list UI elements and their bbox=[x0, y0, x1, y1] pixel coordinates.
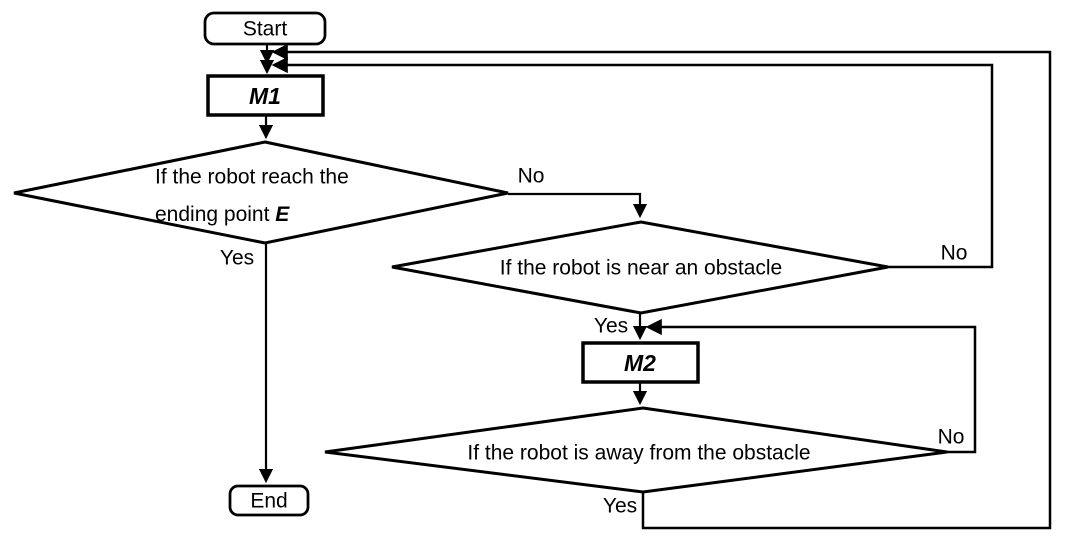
node-decision-reach-ending-point: If the robot reach the ending point E bbox=[13, 140, 509, 245]
decision2-label: If the robot is near an obstacle bbox=[500, 257, 783, 280]
edge-decision1-no-to-decision2 bbox=[508, 192, 648, 219]
decision1-label-line1: If the robot reach the bbox=[155, 166, 349, 189]
decision1-label-line2-prefix: ending point bbox=[155, 203, 275, 226]
decision1-diamond-shape bbox=[13, 140, 509, 245]
node-end: End bbox=[228, 484, 310, 517]
decision1-label-line2-emphasis: E bbox=[275, 203, 290, 226]
label-decision3-yes: Yes bbox=[603, 495, 637, 518]
edge-decision2-no-loop-to-m1 bbox=[271, 56, 994, 269]
edge-decision3-yes-loop-to-m1 bbox=[271, 43, 1052, 530]
label-decision1-yes: Yes bbox=[220, 247, 254, 270]
end-label: End bbox=[250, 490, 287, 513]
decision2-diamond-shape bbox=[391, 220, 889, 315]
m2-label: M2 bbox=[624, 350, 656, 376]
end-terminator-shape bbox=[228, 484, 310, 517]
label-decision2-no: No bbox=[941, 242, 968, 265]
label-decision3-no: No bbox=[938, 426, 965, 449]
decision3-label: If the robot is away from the obstacle bbox=[467, 442, 810, 465]
node-start: Start bbox=[203, 11, 327, 46]
m2-process-shape bbox=[581, 341, 700, 384]
node-decision-near-obstacle: If the robot is near an obstacle bbox=[391, 220, 889, 315]
node-decision-away-from-obstacle: If the robot is away from the obstacle bbox=[324, 406, 948, 494]
start-terminator-shape bbox=[203, 11, 327, 46]
node-m1: M1 bbox=[206, 74, 325, 117]
decision3-diamond-shape bbox=[324, 406, 948, 494]
label-decision1-no: No bbox=[518, 165, 545, 188]
decision1-label-line2: ending point E bbox=[155, 203, 290, 226]
start-label: Start bbox=[243, 18, 288, 41]
label-decision2-yes: Yes bbox=[594, 315, 628, 338]
m1-process-shape bbox=[206, 74, 325, 117]
m1-label: M1 bbox=[249, 83, 281, 109]
edge-decision3-no-loop-to-m2 bbox=[645, 318, 977, 454]
node-m2: M2 bbox=[581, 341, 700, 384]
